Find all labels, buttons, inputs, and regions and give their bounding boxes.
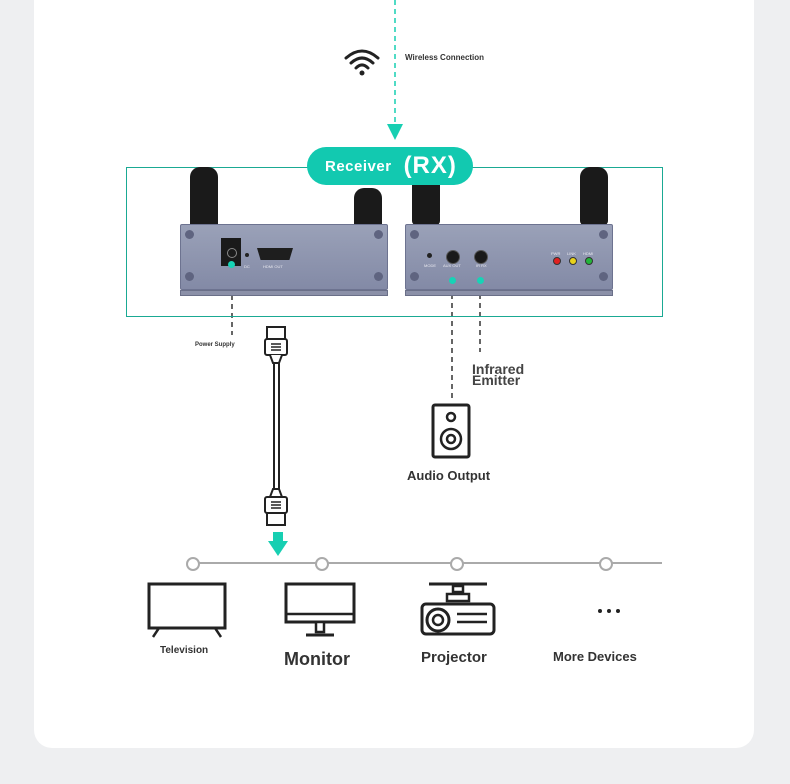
link-led: [569, 257, 577, 265]
receiver-front-panel: MODE AUX OUT IR RX PWR LINK HDMI: [405, 224, 613, 290]
timeline-node: [599, 557, 613, 571]
receiver-rear-panel: DC HDMI OUT: [180, 224, 388, 290]
hdmi-out-port: [257, 248, 293, 260]
hdmi-led: [585, 257, 593, 265]
hdmi-connector-icon: [264, 488, 288, 526]
wifi-icon: [344, 49, 380, 76]
timeline-node: [450, 557, 464, 571]
monitor-icon: [284, 582, 356, 637]
antenna: [580, 167, 608, 225]
aux-connector-marker: [449, 277, 456, 284]
power-connector-marker: [228, 261, 235, 268]
aux-out-jack: [446, 250, 460, 264]
device-label-more-devices: More Devices: [553, 649, 637, 664]
hdmi-connector-icon: [264, 326, 288, 364]
infrared-emitter-label: Infrared Emitter: [472, 361, 525, 388]
timeline-node: [315, 557, 329, 571]
mode-button: [427, 253, 432, 258]
pwr-led: [553, 257, 561, 265]
ir-rx-jack: [474, 250, 488, 264]
receiver-word: Receiver: [325, 157, 392, 175]
dc-power-jack: [221, 238, 241, 266]
timeline-node: [186, 557, 200, 571]
television-icon: [147, 582, 227, 638]
power-supply-label: Power Supply: [195, 342, 235, 348]
device-label-projector: Projector: [421, 649, 487, 666]
receiver-rx-badge: Receiver (RX): [307, 147, 473, 185]
wireless-connection-label: Wireless Connection: [405, 53, 485, 62]
ellipsis-icon: [598, 609, 620, 613]
projector-icon: [420, 582, 496, 636]
speaker-icon: [431, 403, 471, 459]
audio-output-label: Audio Output: [407, 468, 491, 483]
receiver-code: (RX): [403, 152, 457, 179]
device-label-monitor: Monitor: [284, 649, 350, 669]
device-foot: [405, 290, 613, 296]
device-foot: [180, 290, 388, 296]
device-label-television: Television: [160, 645, 209, 656]
ir-connector-marker: [477, 277, 484, 284]
